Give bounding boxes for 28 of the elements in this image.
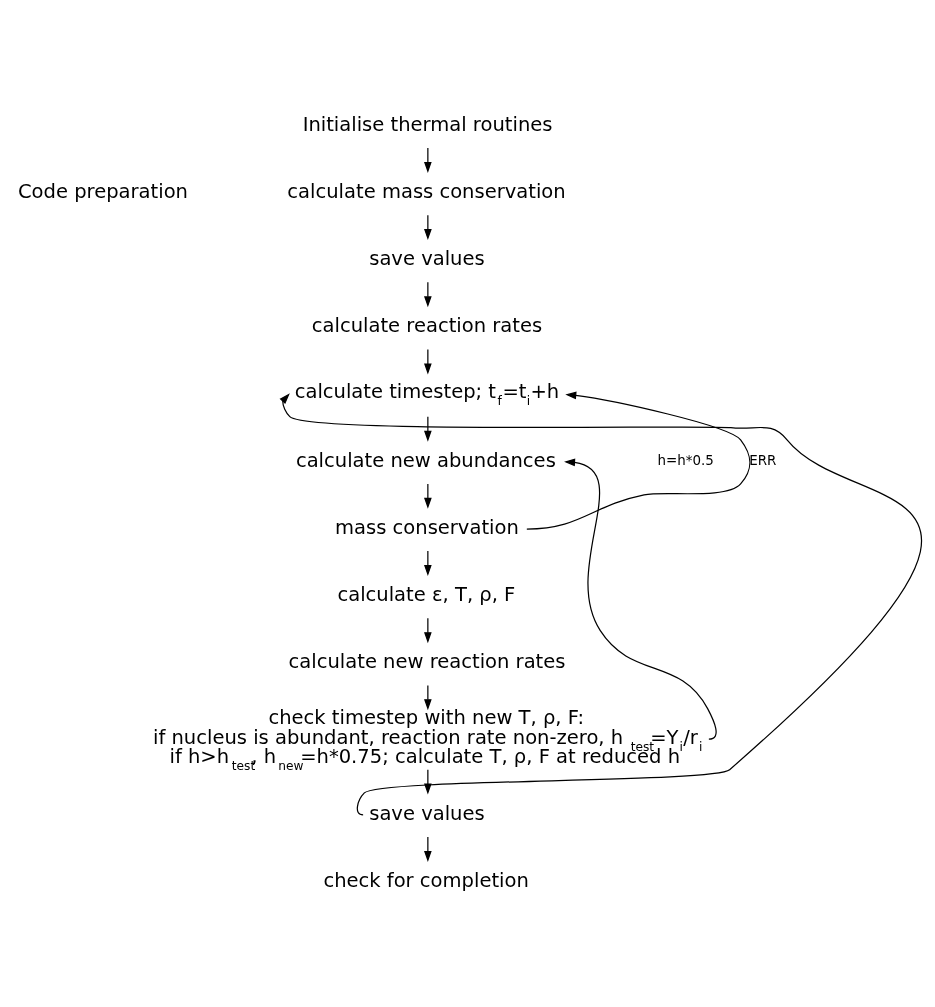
label: h=h*0.5 — [657, 452, 714, 468]
node-text: save values — [369, 246, 485, 270]
node-text: save values — [369, 801, 485, 825]
arrow — [279, 392, 923, 816]
arrow — [526, 391, 751, 530]
node-text: calculate mass conservation — [287, 179, 566, 203]
arrow — [424, 281, 432, 307]
arrow — [424, 482, 432, 509]
node-text: calculate ε, T, ρ, F — [337, 582, 516, 606]
label: Code preparation — [17, 179, 188, 203]
node-text: calculate new abundances — [295, 447, 556, 471]
arrow — [424, 617, 432, 643]
arrow — [424, 348, 432, 374]
node-text: calculate reaction rates — [311, 313, 543, 337]
node-text: mass conservation — [335, 515, 519, 539]
node-text: check for completion — [323, 868, 529, 892]
arrow — [424, 415, 432, 442]
arrow — [424, 768, 432, 794]
arrow — [424, 550, 432, 576]
node-text: calculate new reaction rates — [288, 649, 566, 673]
arrow — [424, 214, 432, 240]
edge-label: ERR — [749, 452, 777, 468]
node-text: calculate timestep; t$_{f}$=t$_{i}$+h — [294, 379, 560, 408]
node-text: Initialise thermal routines — [302, 112, 553, 136]
arrow — [424, 146, 432, 173]
arrow — [564, 458, 717, 740]
arrow — [424, 684, 432, 710]
arrow — [424, 835, 432, 862]
